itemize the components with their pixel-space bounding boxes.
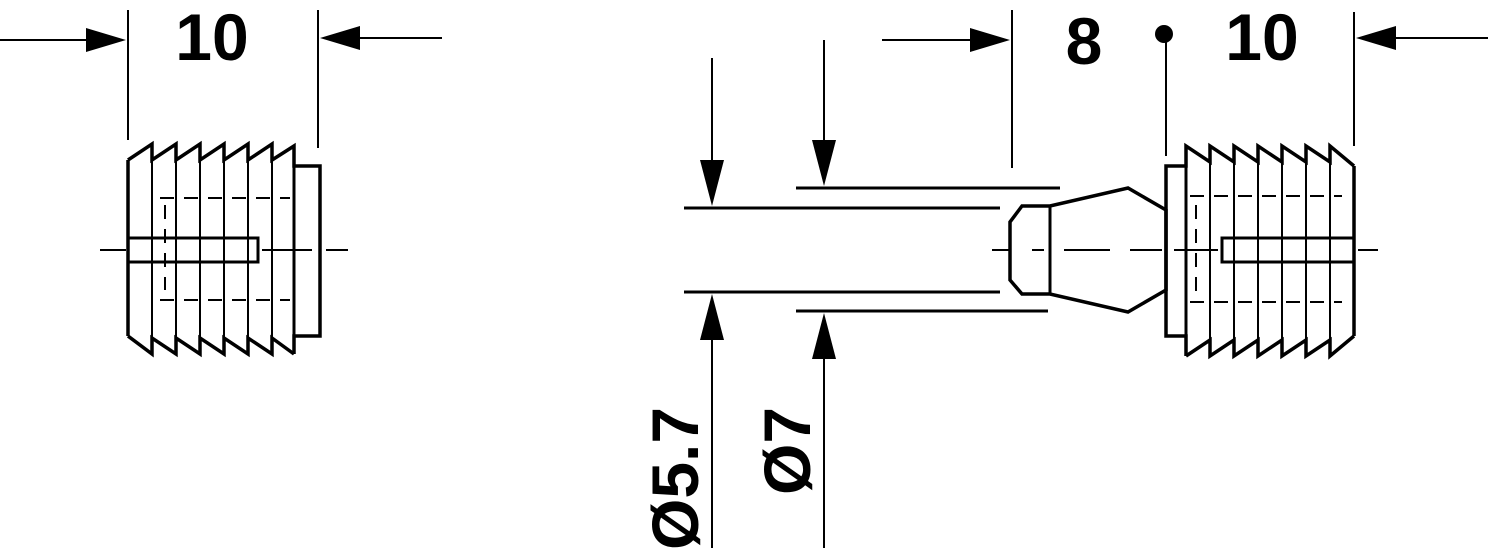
thread-profile-bottom bbox=[126, 334, 296, 358]
dimension-arrow bbox=[320, 26, 360, 50]
dimension-label-diameter-outer: Ø7 bbox=[750, 407, 824, 495]
bolt-head bbox=[1008, 186, 1168, 314]
dimension-label-right: 10 bbox=[1225, 0, 1298, 74]
dimension-arrow bbox=[1356, 26, 1396, 50]
dimension-arrow bbox=[812, 140, 836, 186]
dimension-arrow bbox=[700, 294, 724, 340]
dimension-arrow bbox=[970, 28, 1010, 52]
dimension-arrow bbox=[812, 313, 836, 359]
dimension-arrow bbox=[700, 160, 724, 206]
dimension-arrow bbox=[86, 28, 126, 52]
connector-bolt: Ø5.7 Ø7 8 bbox=[638, 4, 1173, 550]
sleeve-slot bbox=[1220, 236, 1356, 264]
dimension-label-bolt: 8 bbox=[1066, 4, 1103, 78]
threaded-sleeve-right: 10 bbox=[1164, 0, 1488, 360]
dimension-label-left: 10 bbox=[175, 0, 248, 74]
thread-profile-bottom bbox=[1185, 334, 1356, 360]
dimension-dot bbox=[1155, 25, 1173, 43]
thread-profile-top bbox=[1164, 142, 1356, 356]
sleeve-slot bbox=[126, 236, 260, 264]
threaded-sleeve-left: 10 bbox=[0, 0, 442, 358]
thread-profile-top bbox=[127, 140, 322, 354]
dimension-label-diameter-inner: Ø5.7 bbox=[638, 407, 712, 550]
